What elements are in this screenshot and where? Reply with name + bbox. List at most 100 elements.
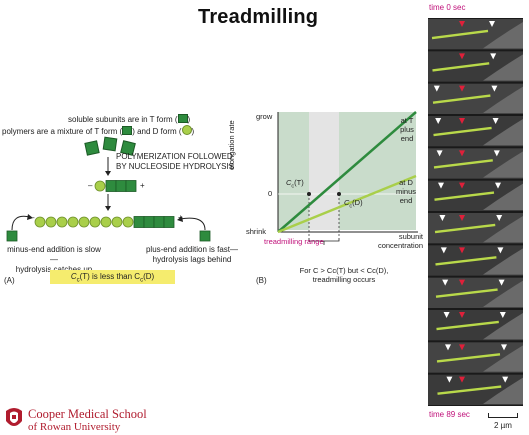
red-marker-icon [459,279,465,286]
polymers-mixture-text: polymers are a mixture of T form () and … [2,125,195,136]
white-marker-icon [495,182,501,189]
y-grow-label: grow [256,112,273,121]
elongation-rate-graph [277,111,418,245]
y-shrink-label: shrink [246,227,267,236]
polymerization-label: POLYMERIZATION FOLLOWED BY NUCLEOSIDE HY… [116,152,234,171]
minus-end-caption: minus-end addition is slow— hydrolysis c… [7,245,101,274]
filament-mark [433,126,492,137]
film-frame [428,374,523,405]
film-frame [428,342,523,373]
film-frame [428,310,523,341]
microscopy-filmstrip [428,18,523,406]
d-form-icon [181,125,192,135]
long-polymer-minus: – [30,213,35,222]
red-marker-icon [459,376,465,383]
filament-mark [431,29,489,40]
white-marker-icon [445,344,451,351]
filament-mark [432,94,491,104]
red-marker-icon [459,312,465,318]
white-marker-icon [502,376,509,383]
polymerization-diagram [6,136,211,242]
white-marker-icon [433,85,440,92]
white-marker-icon [491,85,498,92]
filament-mark [432,62,490,72]
panel-b-caption: For C > Cc(T) but < Cc(D), treadmilling … [299,266,389,284]
white-marker-icon [436,150,443,157]
film-frame [428,245,523,276]
filament-mark [435,256,497,266]
white-marker-icon [497,247,504,254]
t-line-label: at T plus end [400,116,414,143]
filament-mark [435,288,498,298]
logo-line-1: Cooper Medical School [28,407,147,421]
t-form-icon [177,114,188,123]
y-zero-label: 0 [268,189,273,198]
filament-mark [433,159,493,169]
t-form-icon [122,126,133,135]
cc-t-label: Cc(T) [286,178,304,190]
long-polymer [34,216,175,228]
red-marker-icon [459,85,465,92]
filament-mark [436,353,501,363]
white-marker-icon [438,182,444,189]
panel-b-label: (B) [256,276,267,285]
red-marker-icon [459,215,465,221]
film-frame [428,277,523,308]
film-frame [428,83,523,114]
soluble-subunits-text: soluble subunits are in T form () [68,114,191,124]
scale-bar-label: 2 µm [494,421,512,430]
white-marker-icon [442,279,449,286]
short-polymer [94,180,137,192]
treadmilling-range-label: treadmilling range [264,237,324,246]
filament-mark [437,385,502,395]
white-marker-icon [443,312,450,318]
red-marker-icon [459,344,465,351]
school-logo-icon [6,408,22,426]
plus-end-subunit-icon [199,230,211,242]
filament-mark [434,223,496,234]
page-title: Treadmilling [198,6,319,28]
white-marker-icon [446,376,453,383]
short-polymer-plus: + [140,181,145,190]
filament-mark [436,320,499,331]
red-marker-icon [459,247,465,254]
y-axis-label: elongation rate [227,120,236,170]
logo-line-2: of Rowan University [28,421,121,433]
plus-end-caption: plus-end addition is fast— hydrolysis la… [145,245,239,264]
white-marker-icon [496,215,503,221]
scale-bar [488,413,518,418]
white-marker-icon [493,150,500,157]
long-polymer-plus: + [178,213,183,222]
film-frame [428,180,523,211]
white-marker-icon [499,312,506,318]
film-frame [428,116,523,147]
short-polymer-minus: – [88,181,93,190]
film-frame [428,148,523,179]
t-plus-end-line [277,111,417,233]
red-marker-icon [459,150,465,157]
white-marker-icon [498,279,505,286]
film-frame [428,213,523,244]
white-marker-icon [501,344,507,351]
critical-concentration-condition: Cc(T) is less than Cc(D) [50,270,175,284]
red-marker-icon [459,182,465,189]
d-minus-end-line [277,174,417,234]
film-frame [428,19,523,50]
white-marker-icon [492,118,499,124]
white-marker-icon [489,21,495,27]
end-time-label: time 89 sec [429,410,470,419]
panel-a-label: (A) [4,276,15,285]
white-marker-icon [490,53,497,60]
x-axis-label: subunit concentration [377,232,423,250]
cc-d-label: Cc(D) [344,198,363,210]
red-marker-icon [459,21,465,27]
d-line-label: at D minus end [395,178,416,205]
minus-end-subunit-icon [6,230,18,242]
start-time-label: time 0 sec [429,3,466,12]
white-marker-icon [440,247,447,254]
red-marker-icon [459,53,465,60]
soluble-subunit-icon [84,136,136,156]
filament-mark [434,191,495,201]
white-marker-icon [439,215,446,221]
red-marker-icon [459,118,465,124]
